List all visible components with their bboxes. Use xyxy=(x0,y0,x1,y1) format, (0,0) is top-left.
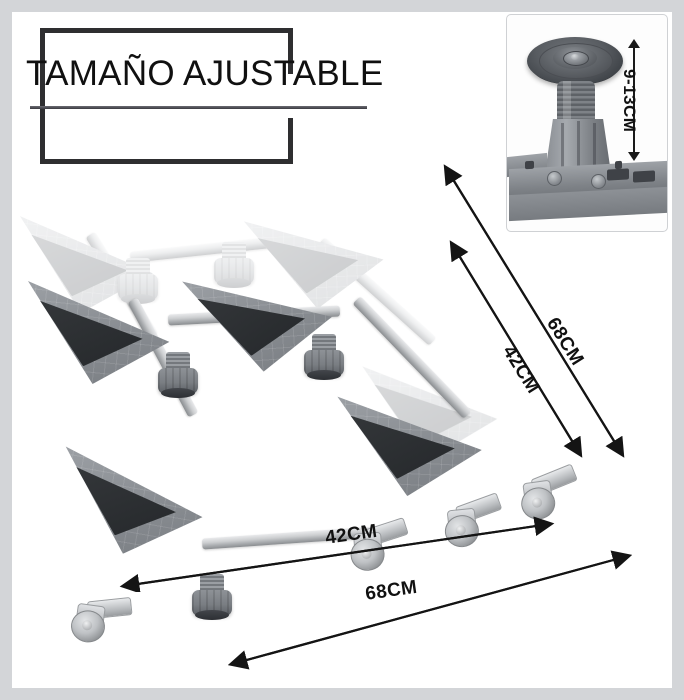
arrow-head-down xyxy=(628,152,640,161)
foot-boot xyxy=(214,258,254,284)
product-illustration xyxy=(12,202,592,672)
arrow-svg xyxy=(449,240,583,458)
title-underline xyxy=(30,106,367,109)
arrow-svg xyxy=(443,164,625,458)
frame-right-lower xyxy=(288,118,293,164)
frame-top-edge xyxy=(40,28,293,33)
pedestal-rib xyxy=(577,121,580,169)
arrow-svg xyxy=(119,516,555,592)
adjustable-foot xyxy=(158,352,198,398)
foot-sole xyxy=(195,610,229,620)
dimension-bottom-42: 42CM xyxy=(92,502,652,592)
base-screw-boss xyxy=(591,174,606,189)
foot-sole xyxy=(217,278,251,288)
base-screw-boss xyxy=(547,171,562,186)
foot-cap-screw xyxy=(571,54,579,60)
arrow-svg xyxy=(227,550,633,670)
foot-thread xyxy=(222,242,246,264)
image-canvas: TAMAÑO AJUSTABLE xyxy=(12,12,672,688)
shaft-highlight xyxy=(563,81,571,127)
arrow-head-up xyxy=(628,39,640,48)
adjustable-foot xyxy=(304,334,344,380)
measure-line xyxy=(633,45,635,157)
foot-detail-inset: 9-13CM xyxy=(506,14,668,232)
foot-thread xyxy=(126,258,150,280)
adjustable-foot-photo xyxy=(507,15,667,231)
frame-bottom-edge xyxy=(40,159,293,164)
corner-bracket xyxy=(15,272,175,391)
adjustable-foot xyxy=(192,574,232,620)
pedestal-rib xyxy=(593,123,596,169)
dimension-diagonal-68: 68CM xyxy=(420,154,650,474)
foot-sole xyxy=(161,388,195,398)
frame-right-upper xyxy=(288,28,293,74)
dimension-diagonal-42: 42CM xyxy=(420,154,650,474)
title-frame xyxy=(40,28,340,164)
height-measure-arrow: 9-13CM xyxy=(620,39,665,163)
adjustable-foot xyxy=(214,242,254,288)
dimension-bottom-68: 68CM xyxy=(92,532,672,672)
height-range-label: 9-13CM xyxy=(620,69,639,133)
pedestal-rib xyxy=(561,123,564,169)
page-title: TAMAÑO AJUSTABLE xyxy=(26,54,384,93)
frame-left-edge xyxy=(40,28,45,164)
foot-sole xyxy=(307,370,341,380)
foot-boot xyxy=(118,274,158,300)
